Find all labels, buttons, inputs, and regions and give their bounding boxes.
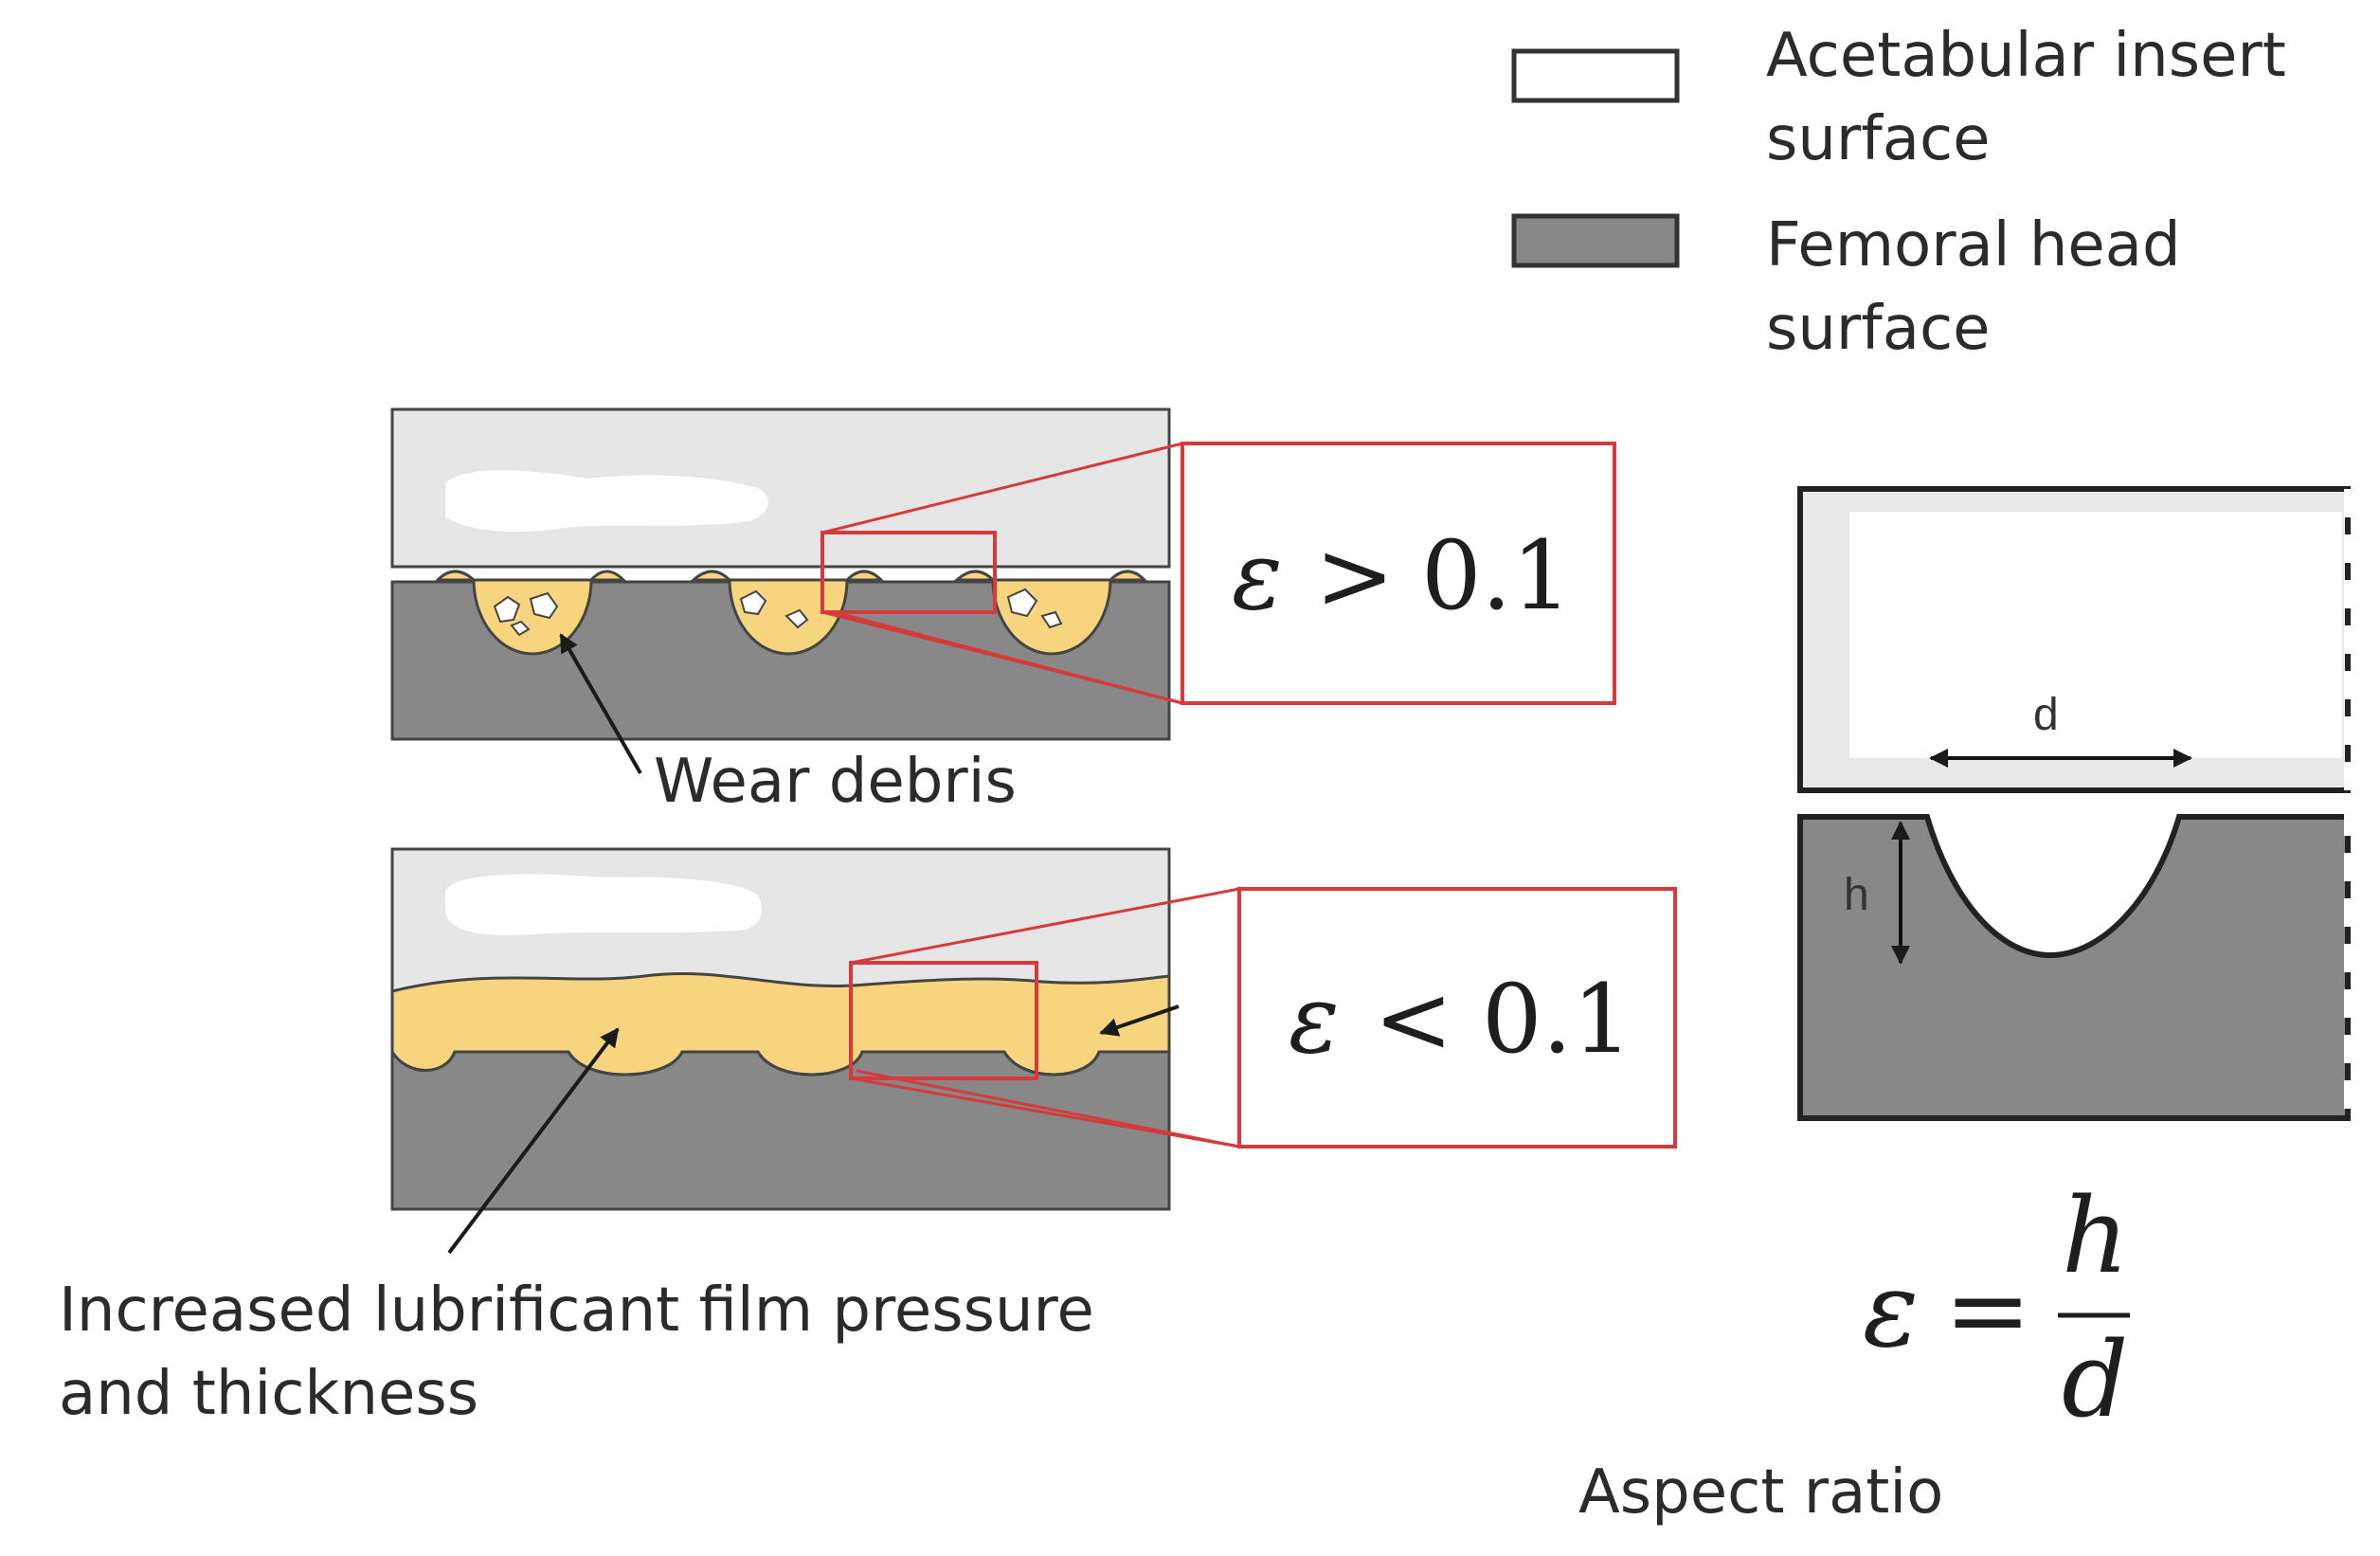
top-insert-highlight	[445, 470, 768, 533]
top-zoom-connector-3	[833, 610, 1183, 705]
formula-denominator: d	[2062, 1319, 2128, 1440]
schematic-femoral	[1797, 814, 2351, 1121]
top-dimple-2	[690, 570, 885, 656]
top-dimple-1	[434, 570, 627, 656]
legend-acetabular-line1: Acetabular insert	[1766, 21, 2286, 91]
top-threshold: 0.1	[1421, 520, 1572, 631]
dimension-d-label: d	[2033, 690, 2059, 740]
bottom-insert-highlight	[445, 874, 762, 935]
legend-acetabular-line2: surface	[1766, 104, 1991, 174]
bottom-zoom-region	[849, 961, 1038, 1080]
wear-debris-label: Wear debris	[654, 747, 1017, 817]
lubricant-arrow-main	[447, 1027, 620, 1255]
formula-equals: =	[1944, 1249, 2031, 1370]
legend-femoral-line1: Femoral head	[1766, 210, 2181, 280]
top-zoom-region	[820, 531, 997, 614]
dimension-h-label: h	[1844, 870, 1869, 920]
top-epsilon-symbol: ε	[1232, 520, 1283, 631]
aspect-ratio-label: Aspect ratio	[1578, 1457, 1944, 1528]
legend-femoral-line2: surface	[1766, 294, 1991, 364]
aspect-ratio-formula: ε = h d	[1863, 1175, 2130, 1440]
bottom-epsilon-symbol: ε	[1289, 964, 1340, 1075]
formula-numerator: h	[2062, 1175, 2129, 1296]
bottom-epsilon-box	[1237, 887, 1677, 1149]
schematic-insert-inner	[1849, 512, 2342, 758]
lubricant-arrow-zoom	[1099, 1004, 1180, 1037]
lubricant-label-line2: and thickness	[59, 1359, 479, 1429]
aspect-ratio-schematic: d h	[1797, 486, 2352, 1121]
bottom-threshold: 0.1	[1482, 964, 1632, 1075]
top-epsilon-box	[1181, 442, 1616, 705]
top-zoom-connector	[821, 442, 1183, 534]
legend-swatch-femoral	[1511, 213, 1680, 268]
legend-swatch-acetabular	[1511, 48, 1680, 103]
bottom-zoom-connector-2	[850, 1077, 1240, 1149]
top-dimple-3	[953, 570, 1148, 656]
bottom-dimple-outline	[390, 1051, 1101, 1077]
bottom-less-op: <	[1374, 964, 1453, 1075]
formula-epsilon: ε	[1863, 1249, 1919, 1370]
wear-debris-arrow	[559, 633, 642, 774]
top-greater-op: >	[1315, 520, 1395, 631]
bottom-zoom-connector-3	[856, 1069, 1240, 1149]
bottom-zoom-connector	[850, 887, 1240, 965]
bottom-panel: ε < 0.1	[390, 847, 1677, 1255]
top-panel: ε > 0.1	[390, 407, 1616, 774]
lubricant-label-line1: Increased lubrificant film pressure	[59, 1276, 1094, 1346]
